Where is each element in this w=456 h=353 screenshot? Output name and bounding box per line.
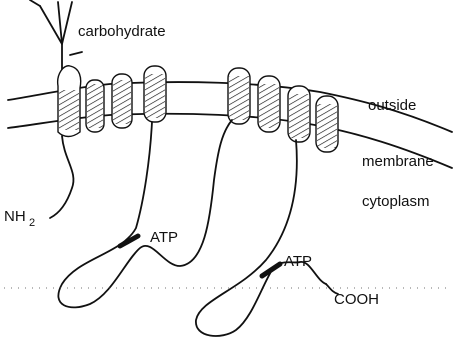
transmembrane-helix-5 [228, 68, 250, 124]
label-nh2-main: NH [4, 208, 26, 225]
label-membrane: membrane [362, 153, 434, 170]
label-nh2: NH 2 [4, 208, 35, 229]
transmembrane-helix-1 [58, 66, 81, 137]
atp-binding-site-2 [262, 264, 280, 276]
carbohydrate-chain [30, 0, 72, 72]
transmembrane-helix-6 [258, 76, 280, 132]
transmembrane-helix-3 [112, 74, 132, 128]
transmembrane-helix-2 [86, 80, 104, 132]
n-terminal-tail [50, 136, 73, 218]
cytoplasmic-loop-1 [58, 120, 232, 307]
transmembrane-helix-7 [288, 86, 310, 142]
label-atp-1: ATP [150, 229, 178, 246]
carbohydrate-pointer-line [70, 52, 82, 55]
label-atp-2: ATP [284, 253, 312, 270]
label-outside: outside [368, 97, 416, 114]
transmembrane-helix-4 [144, 66, 166, 122]
label-carbohydrate: carbohydrate [78, 23, 166, 40]
transmembrane-helix-8 [316, 96, 338, 152]
label-nh2-subscript: 2 [29, 217, 35, 229]
label-cytoplasm: cytoplasm [362, 193, 430, 210]
label-cooh: COOH [334, 291, 379, 308]
